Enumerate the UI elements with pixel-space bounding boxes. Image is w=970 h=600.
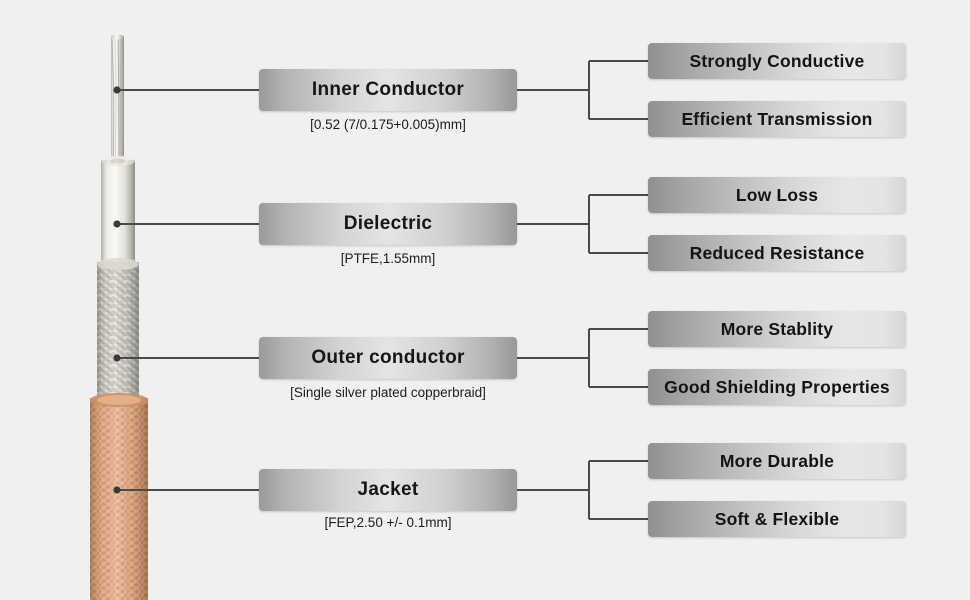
benefit-box-strongly-conductive[interactable]: Strongly Conductive: [648, 43, 906, 79]
layer-box-inner-conductor[interactable]: Inner Conductor: [259, 69, 517, 111]
benefit-box-soft-flexible[interactable]: Soft & Flexible: [648, 501, 906, 537]
benefit-label-good-shielding-properties: Good Shielding Properties: [664, 376, 890, 397]
benefit-box-more-durable[interactable]: More Durable: [648, 443, 906, 479]
layer-box-jacket[interactable]: Jacket: [259, 469, 517, 511]
layer-spec-jacket: [FEP,2.50 +/- 0.1mm]: [324, 515, 452, 530]
layer-box-outer-conductor[interactable]: Outer conductor: [259, 337, 517, 379]
benefit-box-efficient-transmission[interactable]: Efficient Transmission: [648, 101, 906, 137]
benefit-box-good-shielding-properties[interactable]: Good Shielding Properties: [648, 369, 906, 405]
layer-spec-inner-conductor: [0.52 (7/0.175+0.005)mm]: [310, 117, 466, 132]
benefit-label-low-loss: Low Loss: [735, 184, 819, 205]
benefit-label-more-durable: More Durable: [719, 450, 835, 471]
benefit-label-efficient-transmission: Efficient Transmission: [681, 108, 873, 129]
cable-outer-conductor: [97, 258, 139, 404]
benefit-label-reduced-resistance: Reduced Resistance: [689, 242, 865, 263]
benefit-label-strongly-conductive: Strongly Conductive: [689, 50, 865, 71]
benefit-label-more-stablity: More Stablity: [720, 318, 834, 339]
coaxial-cable-cutaway-photo: [90, 34, 148, 600]
layer-box-dielectric[interactable]: Dielectric: [259, 203, 517, 245]
cable-dielectric: [101, 156, 135, 268]
layer-label-outer-conductor: Outer conductor: [311, 347, 465, 368]
benefit-label-soft-flexible: Soft & Flexible: [714, 508, 840, 529]
cable-jacket: [90, 393, 148, 600]
layer-label-jacket: Jacket: [357, 479, 419, 500]
cable-inner-conductor: [111, 34, 124, 171]
benefit-box-more-stablity[interactable]: More Stablity: [648, 311, 906, 347]
layer-label-dielectric: Dielectric: [343, 213, 433, 234]
benefit-box-reduced-resistance[interactable]: Reduced Resistance: [648, 235, 906, 271]
layer-label-inner-conductor: Inner Conductor: [311, 79, 465, 100]
layer-spec-dielectric: [PTFE,1.55mm]: [340, 251, 436, 266]
layer-spec-outer-conductor: [Single silver plated copperbraid]: [290, 385, 486, 400]
benefit-box-low-loss[interactable]: Low Loss: [648, 177, 906, 213]
